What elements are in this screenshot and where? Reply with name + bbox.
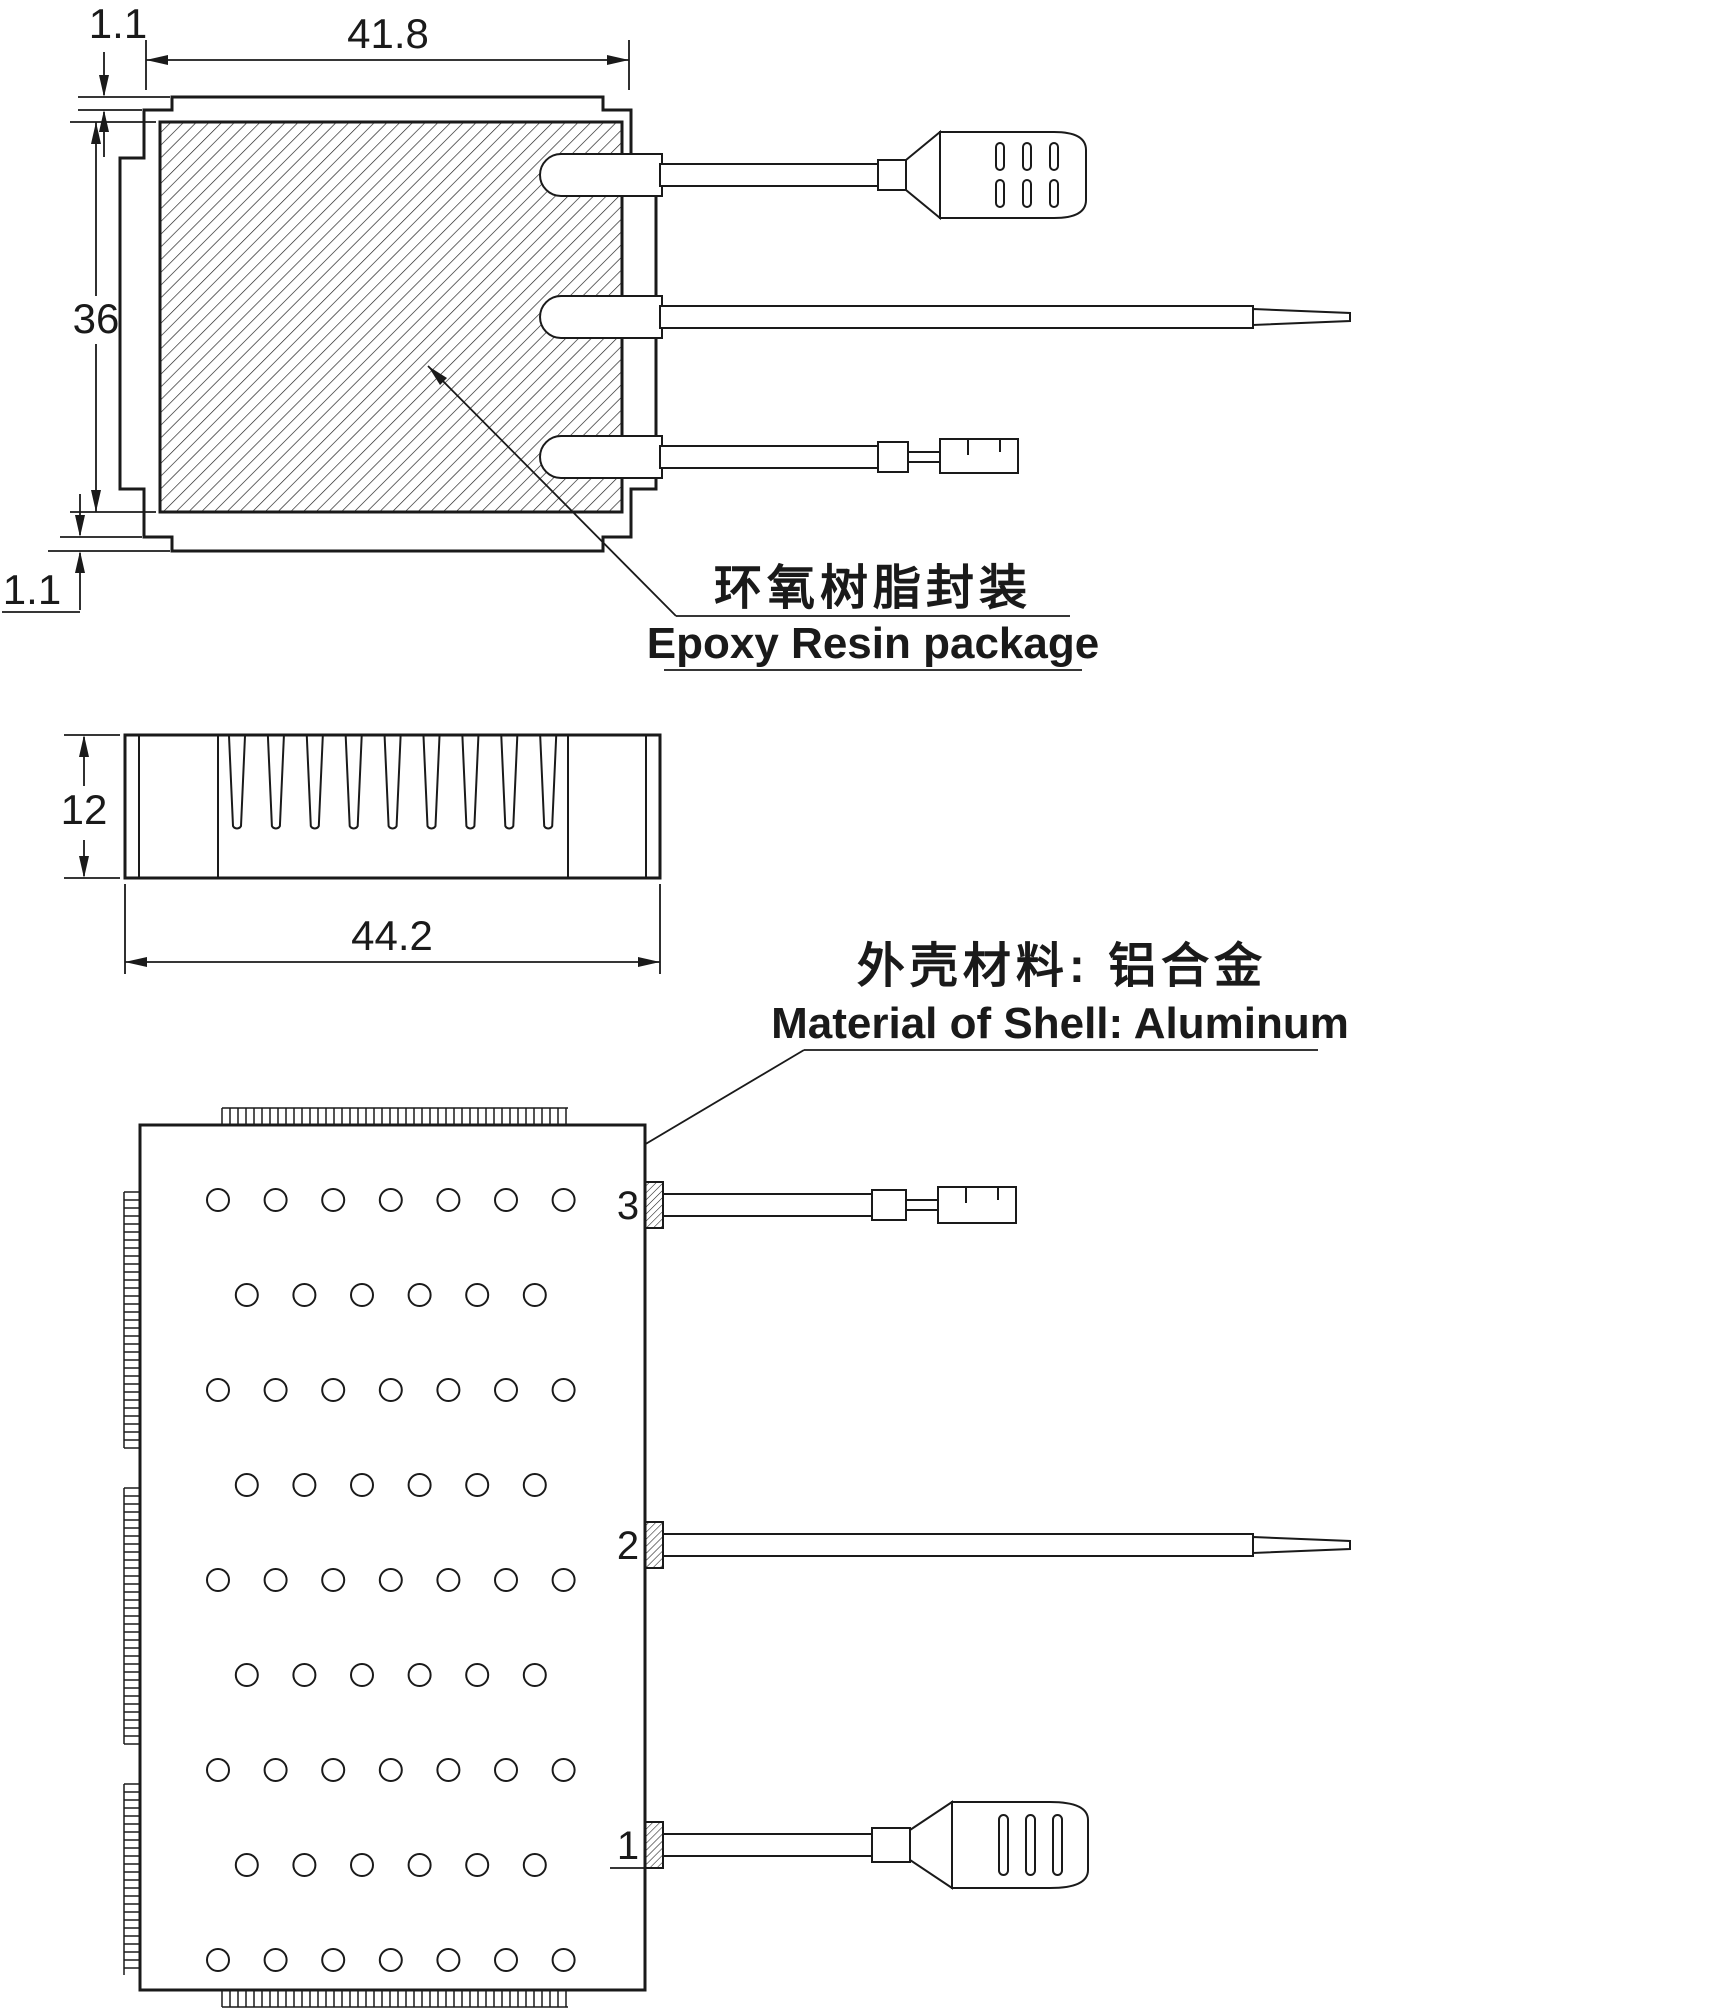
spade-terminal [951,1801,1089,1889]
pin-label-2: 2 [617,1524,639,1568]
dim-bottom-margin-label: 1.1 [3,566,61,613]
fin-slots [228,735,558,830]
fin-strip-top [221,1107,568,1125]
epoxy-label-en: Epoxy Resin package [647,619,1099,668]
fin-strip-bottom [221,1990,568,2008]
lead-band-1 [644,1821,664,1869]
top-view: 41.8 1.1 36 [2,0,1351,671]
lead-bottom-3 [662,1186,1017,1224]
lead-top-1 [539,129,1087,221]
dimension-bottom-margin: 1.1 [2,494,170,613]
pin-label-1: 1 [617,1824,639,1868]
lead-top-2 [539,295,1351,339]
epoxy-annotation: 环氧树脂封装 Epoxy Resin package [427,365,1099,671]
dim-top-margin-label: 1.1 [89,0,147,47]
pin-label-3: 3 [617,1184,639,1228]
dimension-left-height: 36 [70,121,156,513]
small-connector [939,438,1019,474]
lead-bottom-2 [662,1533,1351,1557]
dim-left-height-label: 36 [73,295,120,342]
lead-band-2 [644,1521,664,1569]
dim-side-width-label: 44.2 [351,912,433,959]
dim-side-height-label: 12 [61,786,108,833]
small-connector [937,1186,1017,1224]
hole-grid [206,1188,576,1972]
epoxy-label-cn: 环氧树脂封装 [714,562,1032,615]
side-view: 12 44.2 [61,733,662,974]
spade-terminal [939,131,1087,219]
shell-annotation: 外壳材料: 铝合金 Material of Shell: Aluminum [621,940,1349,1159]
dimension-side-width: 44.2 [124,884,661,974]
shell-label-cn: 外壳材料: 铝合金 [857,940,1267,993]
dim-top-width-label: 41.8 [347,10,429,57]
dimension-side-height: 12 [61,734,120,879]
lead-top-3 [539,435,1019,479]
bottom-face [138,1123,647,1992]
lead-bottom-1 [662,1800,1089,1890]
lead-band-3 [644,1181,664,1229]
shell-profile [123,733,662,880]
bottom-view: 3 2 1 [123,1107,1351,2008]
shell-label-en: Material of Shell: Aluminum [771,999,1349,1048]
dimension-top-margin: 1.1 [78,0,170,157]
dimension-top-width: 41.8 [145,10,630,90]
fin-strip-left [123,1191,140,1975]
